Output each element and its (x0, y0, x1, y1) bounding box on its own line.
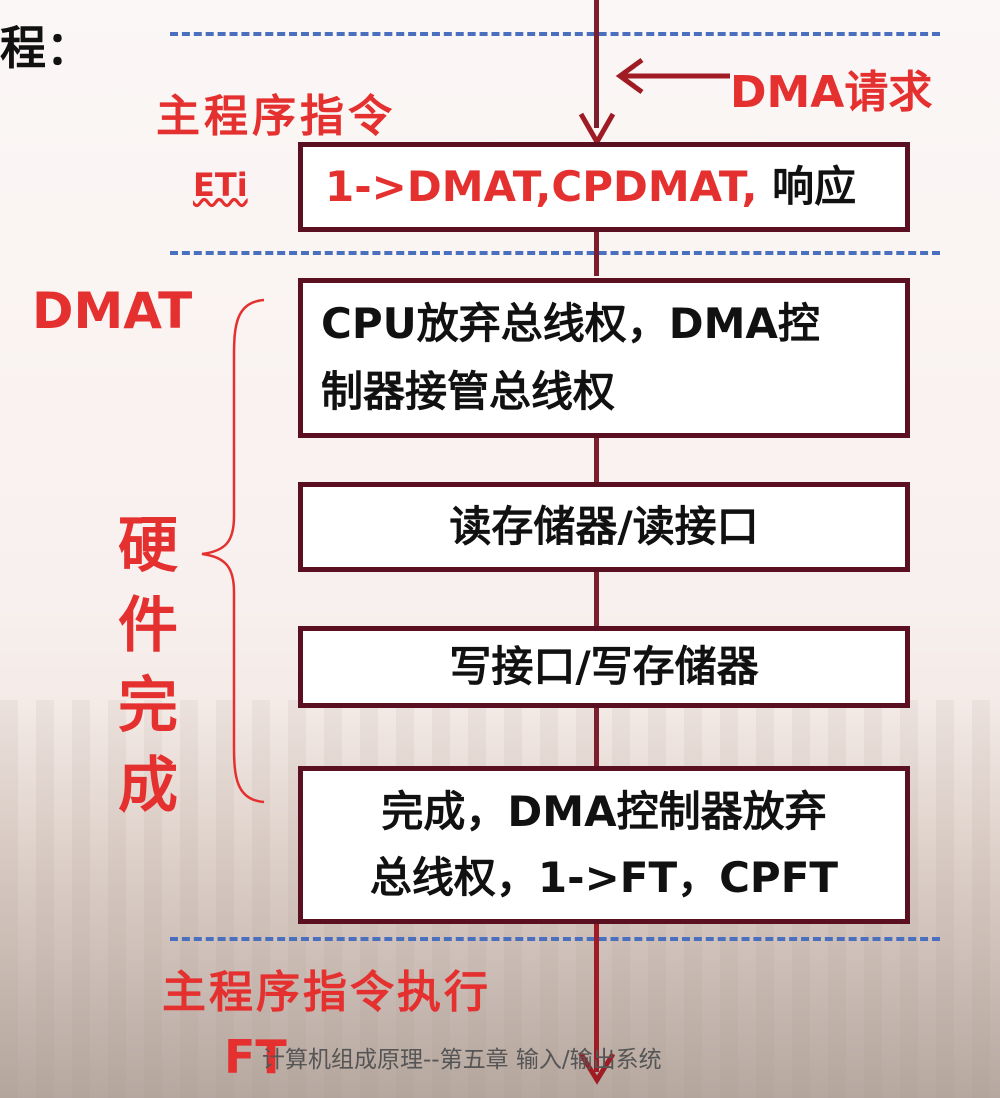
separator-top (170, 32, 940, 36)
curly-brace-icon (201, 298, 265, 804)
dmat-label: DMAT (32, 282, 193, 340)
flow-line-4 (594, 706, 599, 766)
hardware-done-label: 硬 件 完 成 (118, 506, 178, 826)
flow-line-top (594, 0, 599, 128)
hardware-char-3: 完 (118, 671, 178, 741)
page-title-fragment: 程： (0, 21, 92, 75)
flow-line-1 (594, 232, 599, 276)
flow-box-read: 读存储器/读接口 (298, 482, 910, 572)
ft-label: FT (224, 1030, 287, 1084)
box5-line1: 完成，DMA控制器放弃 (381, 787, 827, 836)
hardware-char-2: 件 (118, 591, 178, 661)
separator-bottom (170, 937, 940, 941)
box5-line2: 总线权，1->FT，CPFT (369, 853, 839, 902)
flow-box-write: 写接口/写存储器 (298, 626, 910, 708)
dma-request-label: DMA请求 (730, 67, 933, 118)
separator-mid (170, 251, 940, 255)
flow-box-bus-takeover: CPU放弃总线权，DMA控 制器接管总线权 (298, 278, 910, 438)
flow-box-complete: 完成，DMA控制器放弃 总线权，1->FT，CPFT (298, 766, 910, 924)
box2-line1: CPU放弃总线权，DMA控 (321, 299, 820, 348)
eti-label: ETi (193, 166, 248, 204)
box2-line2: 制器接管总线权 (321, 367, 616, 416)
hardware-char-4: 成 (118, 751, 178, 821)
box3-text: 读存储器/读接口 (449, 502, 759, 551)
flow-line-bottom (594, 922, 599, 1072)
box4-text: 写接口/写存储器 (449, 642, 759, 691)
footer-caption: 计算机组成原理--第五章 输入/输出系统 (262, 1047, 662, 1073)
box1-prefix: 1->DMAT,CPDMAT, (325, 162, 758, 211)
hardware-char-1: 硬 (118, 511, 178, 581)
flow-box-response: 1->DMAT,CPDMAT, 响应 (298, 142, 910, 232)
arrow-left-icon (615, 57, 730, 95)
flow-line-2 (594, 436, 599, 482)
flow-line-3 (594, 570, 599, 626)
arrow-down-icon (578, 1052, 616, 1085)
main-program-instr-label: 主程序指令 (156, 91, 396, 142)
box1-suffix: 响应 (772, 162, 857, 211)
main-program-exec-label: 主程序指令执行 (162, 967, 491, 1018)
